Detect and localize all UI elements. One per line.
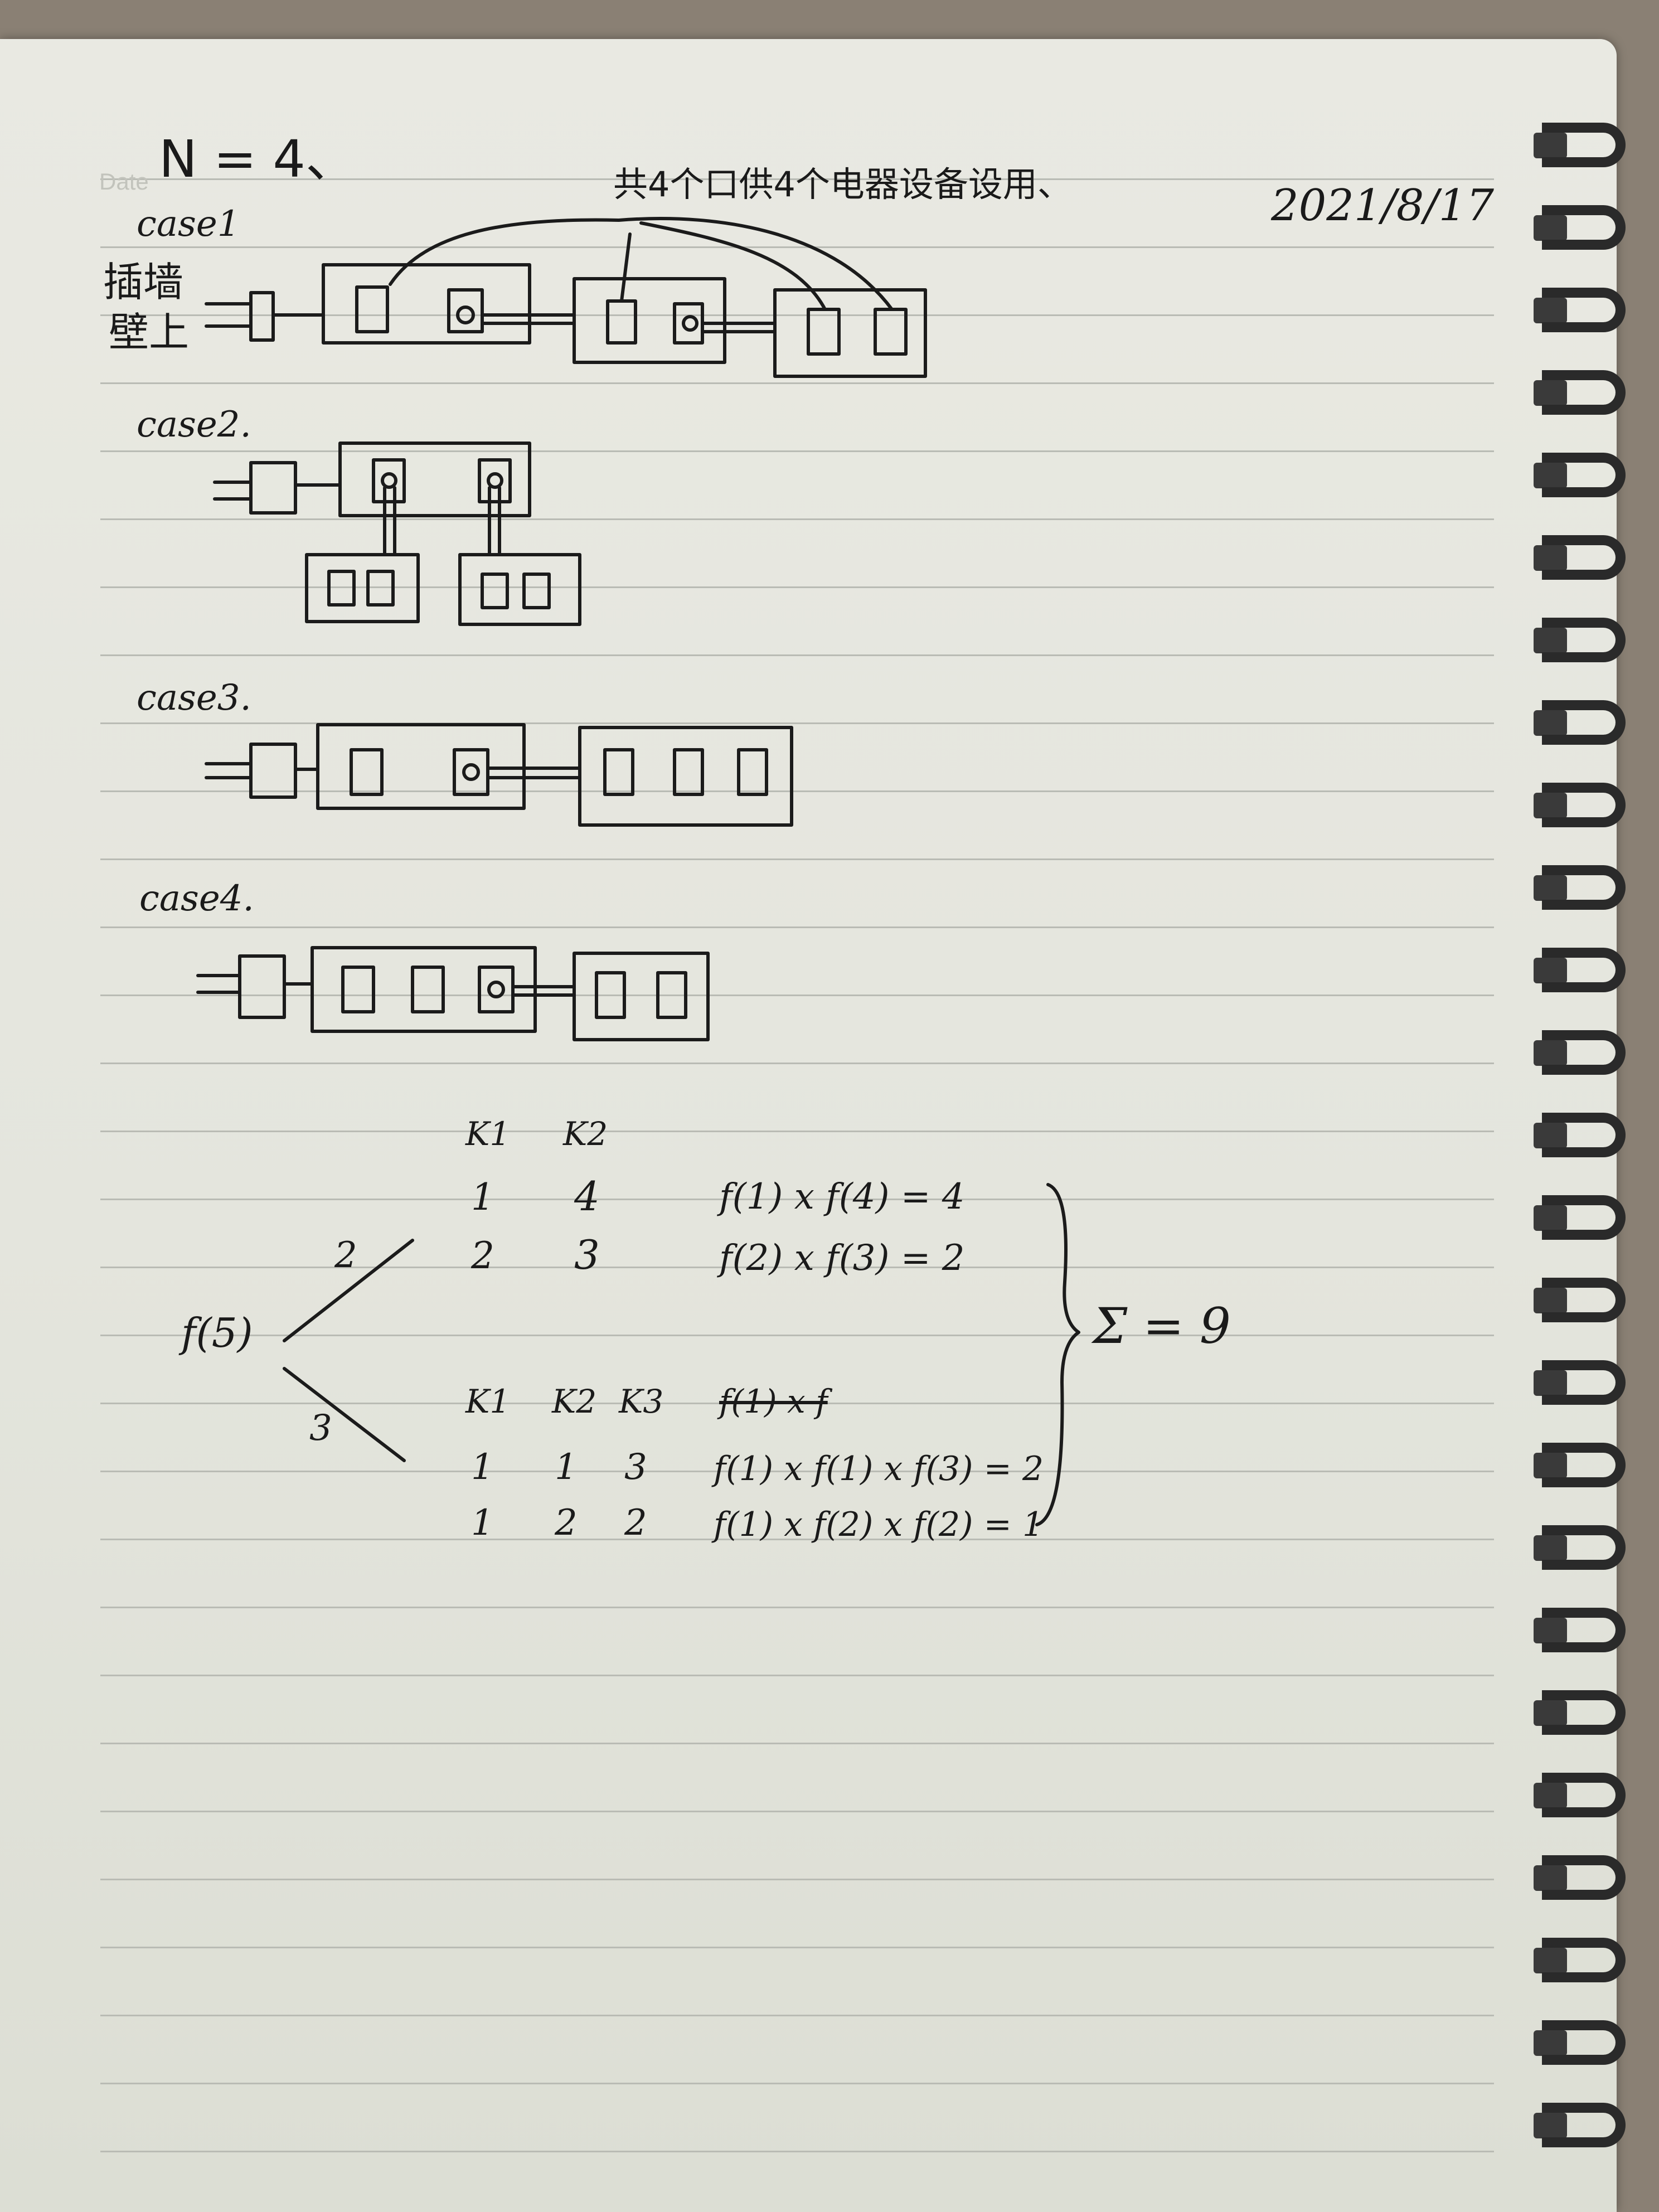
case2-diagram <box>213 442 581 626</box>
sum-brace <box>1035 1183 1080 1526</box>
col-header-k1: K1 <box>465 1115 511 1153</box>
case1-diagram <box>205 217 927 378</box>
ruled-line <box>100 1403 1494 1404</box>
ruled-line <box>100 178 1494 180</box>
ruled-line <box>100 2015 1494 2016</box>
ruled-line <box>100 790 1494 792</box>
tree-branches <box>283 1239 414 1462</box>
ruled-line <box>100 1811 1494 1812</box>
ruled-line <box>100 1267 1494 1268</box>
cell-r2-k2: 3 <box>574 1231 600 1278</box>
note-text: 共4个口供4个电器设备设用、 <box>613 164 1072 205</box>
struck-formula: f(1) x f <box>719 1382 828 1420</box>
ruled-line <box>100 314 1494 316</box>
binding-ring <box>1542 1113 1626 1157</box>
ruled-line <box>100 926 1494 928</box>
ruled-line <box>100 2083 1494 2084</box>
case4-diagram <box>196 946 710 1041</box>
col3-header-k3: K3 <box>619 1382 664 1420</box>
cell3-r1-k1: 1 <box>471 1447 494 1488</box>
ruled-line <box>100 382 1494 384</box>
cell3-r2-k2: 2 <box>555 1502 578 1544</box>
formula-1: f(1) x f(4) = 4 <box>719 1176 965 1217</box>
notebook-page: Date <box>0 39 1617 2212</box>
tree-root: f(5) <box>181 1309 253 1356</box>
formula-3: f(1) x f(1) x f(3) = 2 <box>714 1449 1044 1488</box>
binding-ring <box>1542 783 1626 827</box>
col3-header-k1: K1 <box>465 1382 511 1420</box>
ruled-line <box>100 246 1494 248</box>
case3-label: case3. <box>137 677 251 719</box>
cell-r1-k1: 1 <box>471 1176 494 1219</box>
cell-r2-k1: 2 <box>471 1234 494 1277</box>
binding-ring <box>1542 370 1626 415</box>
ruled-line <box>100 858 1494 860</box>
ruled-line <box>100 1539 1494 1540</box>
ruled-line <box>100 1743 1494 1744</box>
cell3-r2-k3: 2 <box>624 1502 647 1544</box>
sum-total: Σ = 9 <box>1093 1297 1231 1355</box>
ruled-line <box>100 995 1494 996</box>
ruled-line <box>100 1607 1494 1608</box>
ruled-line <box>100 654 1494 656</box>
wall-label-line1: 插墙 <box>103 259 184 305</box>
case4-label: case4. <box>139 878 254 919</box>
binding-ring <box>1542 535 1626 580</box>
case2-label: case2. <box>137 404 251 445</box>
ruled-line <box>100 1947 1494 1948</box>
ruled-line <box>100 450 1494 452</box>
case1-label: case1 <box>137 203 240 245</box>
n-label: N = 4、 <box>159 129 357 189</box>
cell3-r1-k2: 1 <box>555 1447 578 1488</box>
ruled-line <box>100 1675 1494 1676</box>
binding-ring <box>1542 1195 1626 1240</box>
ruled-line <box>100 2151 1494 2152</box>
ruled-line <box>100 722 1494 724</box>
case3-diagram <box>205 723 793 827</box>
ruled-line <box>100 1063 1494 1064</box>
cell3-r1-k3: 3 <box>624 1447 647 1488</box>
date-printed-label: Date <box>99 168 149 195</box>
ruled-line <box>100 586 1494 588</box>
spiral-binding <box>1531 0 1659 2212</box>
col3-header-k2: K2 <box>552 1382 597 1420</box>
ruled-line <box>100 518 1494 520</box>
ruled-line <box>100 1199 1494 1200</box>
formula-4: f(1) x f(2) x f(2) = 1 <box>714 1505 1044 1544</box>
wall-label-line2: 壁上 <box>109 309 190 356</box>
ruled-line <box>100 1335 1494 1336</box>
ruled-line <box>100 1879 1494 1880</box>
col-header-k2: K2 <box>563 1115 608 1153</box>
tree-branch-bottom: 3 <box>309 1408 332 1449</box>
ruled-line <box>100 1131 1494 1132</box>
ruled-line <box>100 1471 1494 1472</box>
binding-ring <box>1542 1278 1626 1322</box>
cell-r1-k2: 4 <box>574 1173 600 1220</box>
formula-2: f(2) x f(3) = 2 <box>719 1238 965 1279</box>
date-written: 2021/8/17 <box>1271 181 1494 231</box>
tree-branch-top: 2 <box>334 1235 357 1276</box>
cell3-r2-k1: 1 <box>471 1502 494 1544</box>
